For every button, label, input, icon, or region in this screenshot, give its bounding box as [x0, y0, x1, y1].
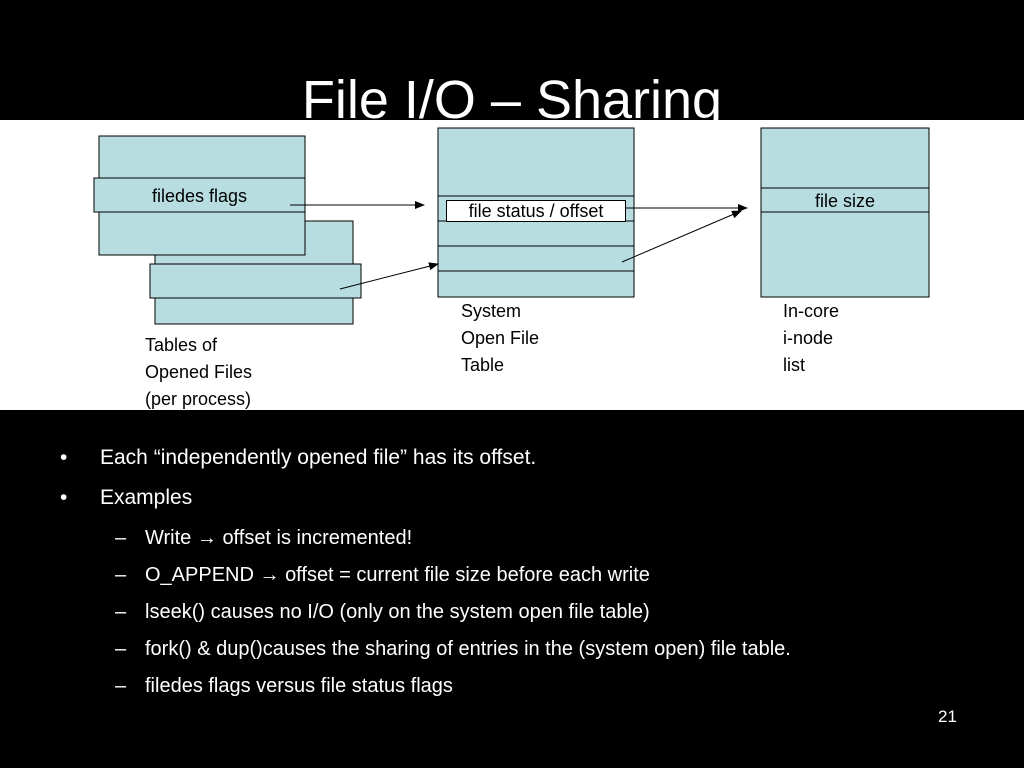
- sub-bullet-marker: –: [115, 675, 127, 697]
- process-table-1: [93, 135, 306, 256]
- arrow-process2-to-open-file: [339, 262, 439, 290]
- sub-bullet-item: – filedes flags versus file status flags: [115, 675, 453, 697]
- inode-list: [760, 127, 930, 298]
- sub-bullet-marker: –: [115, 638, 127, 660]
- sub-bullet-item: – fork() & dup()causes the sharing of en…: [115, 638, 791, 660]
- bullet-item: • Examples: [60, 486, 193, 509]
- bullet-marker: •: [60, 446, 68, 469]
- filedes-flags-label: filedes flags: [151, 186, 248, 206]
- process-tables-caption: Tables of Opened Files (per process): [145, 335, 253, 409]
- arrow-open-file-to-inode-b: [621, 210, 742, 263]
- bullet-marker: •: [60, 486, 68, 509]
- right-arrow-icon: →: [196, 527, 217, 549]
- right-arrow-icon: →: [259, 564, 280, 586]
- open-file-table-caption: System Open File Table: [461, 301, 540, 375]
- sub-bullet-item: – Write → offset is incremented!: [115, 527, 413, 549]
- sub-bullet-marker: –: [115, 601, 127, 623]
- file-size-label: file size: [814, 191, 876, 211]
- file-sharing-diagram: filedes flags file status / offset file …: [0, 120, 1024, 410]
- sub-bullet-item: – O_APPEND → offset = current file size …: [115, 564, 650, 586]
- sub-bullet-item: – lseek() causes no I/O (only on the sys…: [115, 601, 650, 623]
- page-number: 21: [938, 707, 957, 726]
- inode-list-caption: In-core i-node list: [783, 301, 840, 375]
- sub-bullet-marker: –: [115, 527, 127, 549]
- process-table-1-flags-row: [93, 177, 306, 213]
- process-table-2-flags-row: [149, 263, 362, 299]
- file-status-offset-label: file status / offset: [446, 200, 626, 222]
- sub-bullet-marker: –: [115, 564, 127, 586]
- bullet-item: • Each “independently opened file” has i…: [60, 446, 537, 469]
- inode-file-size-row: [760, 187, 930, 213]
